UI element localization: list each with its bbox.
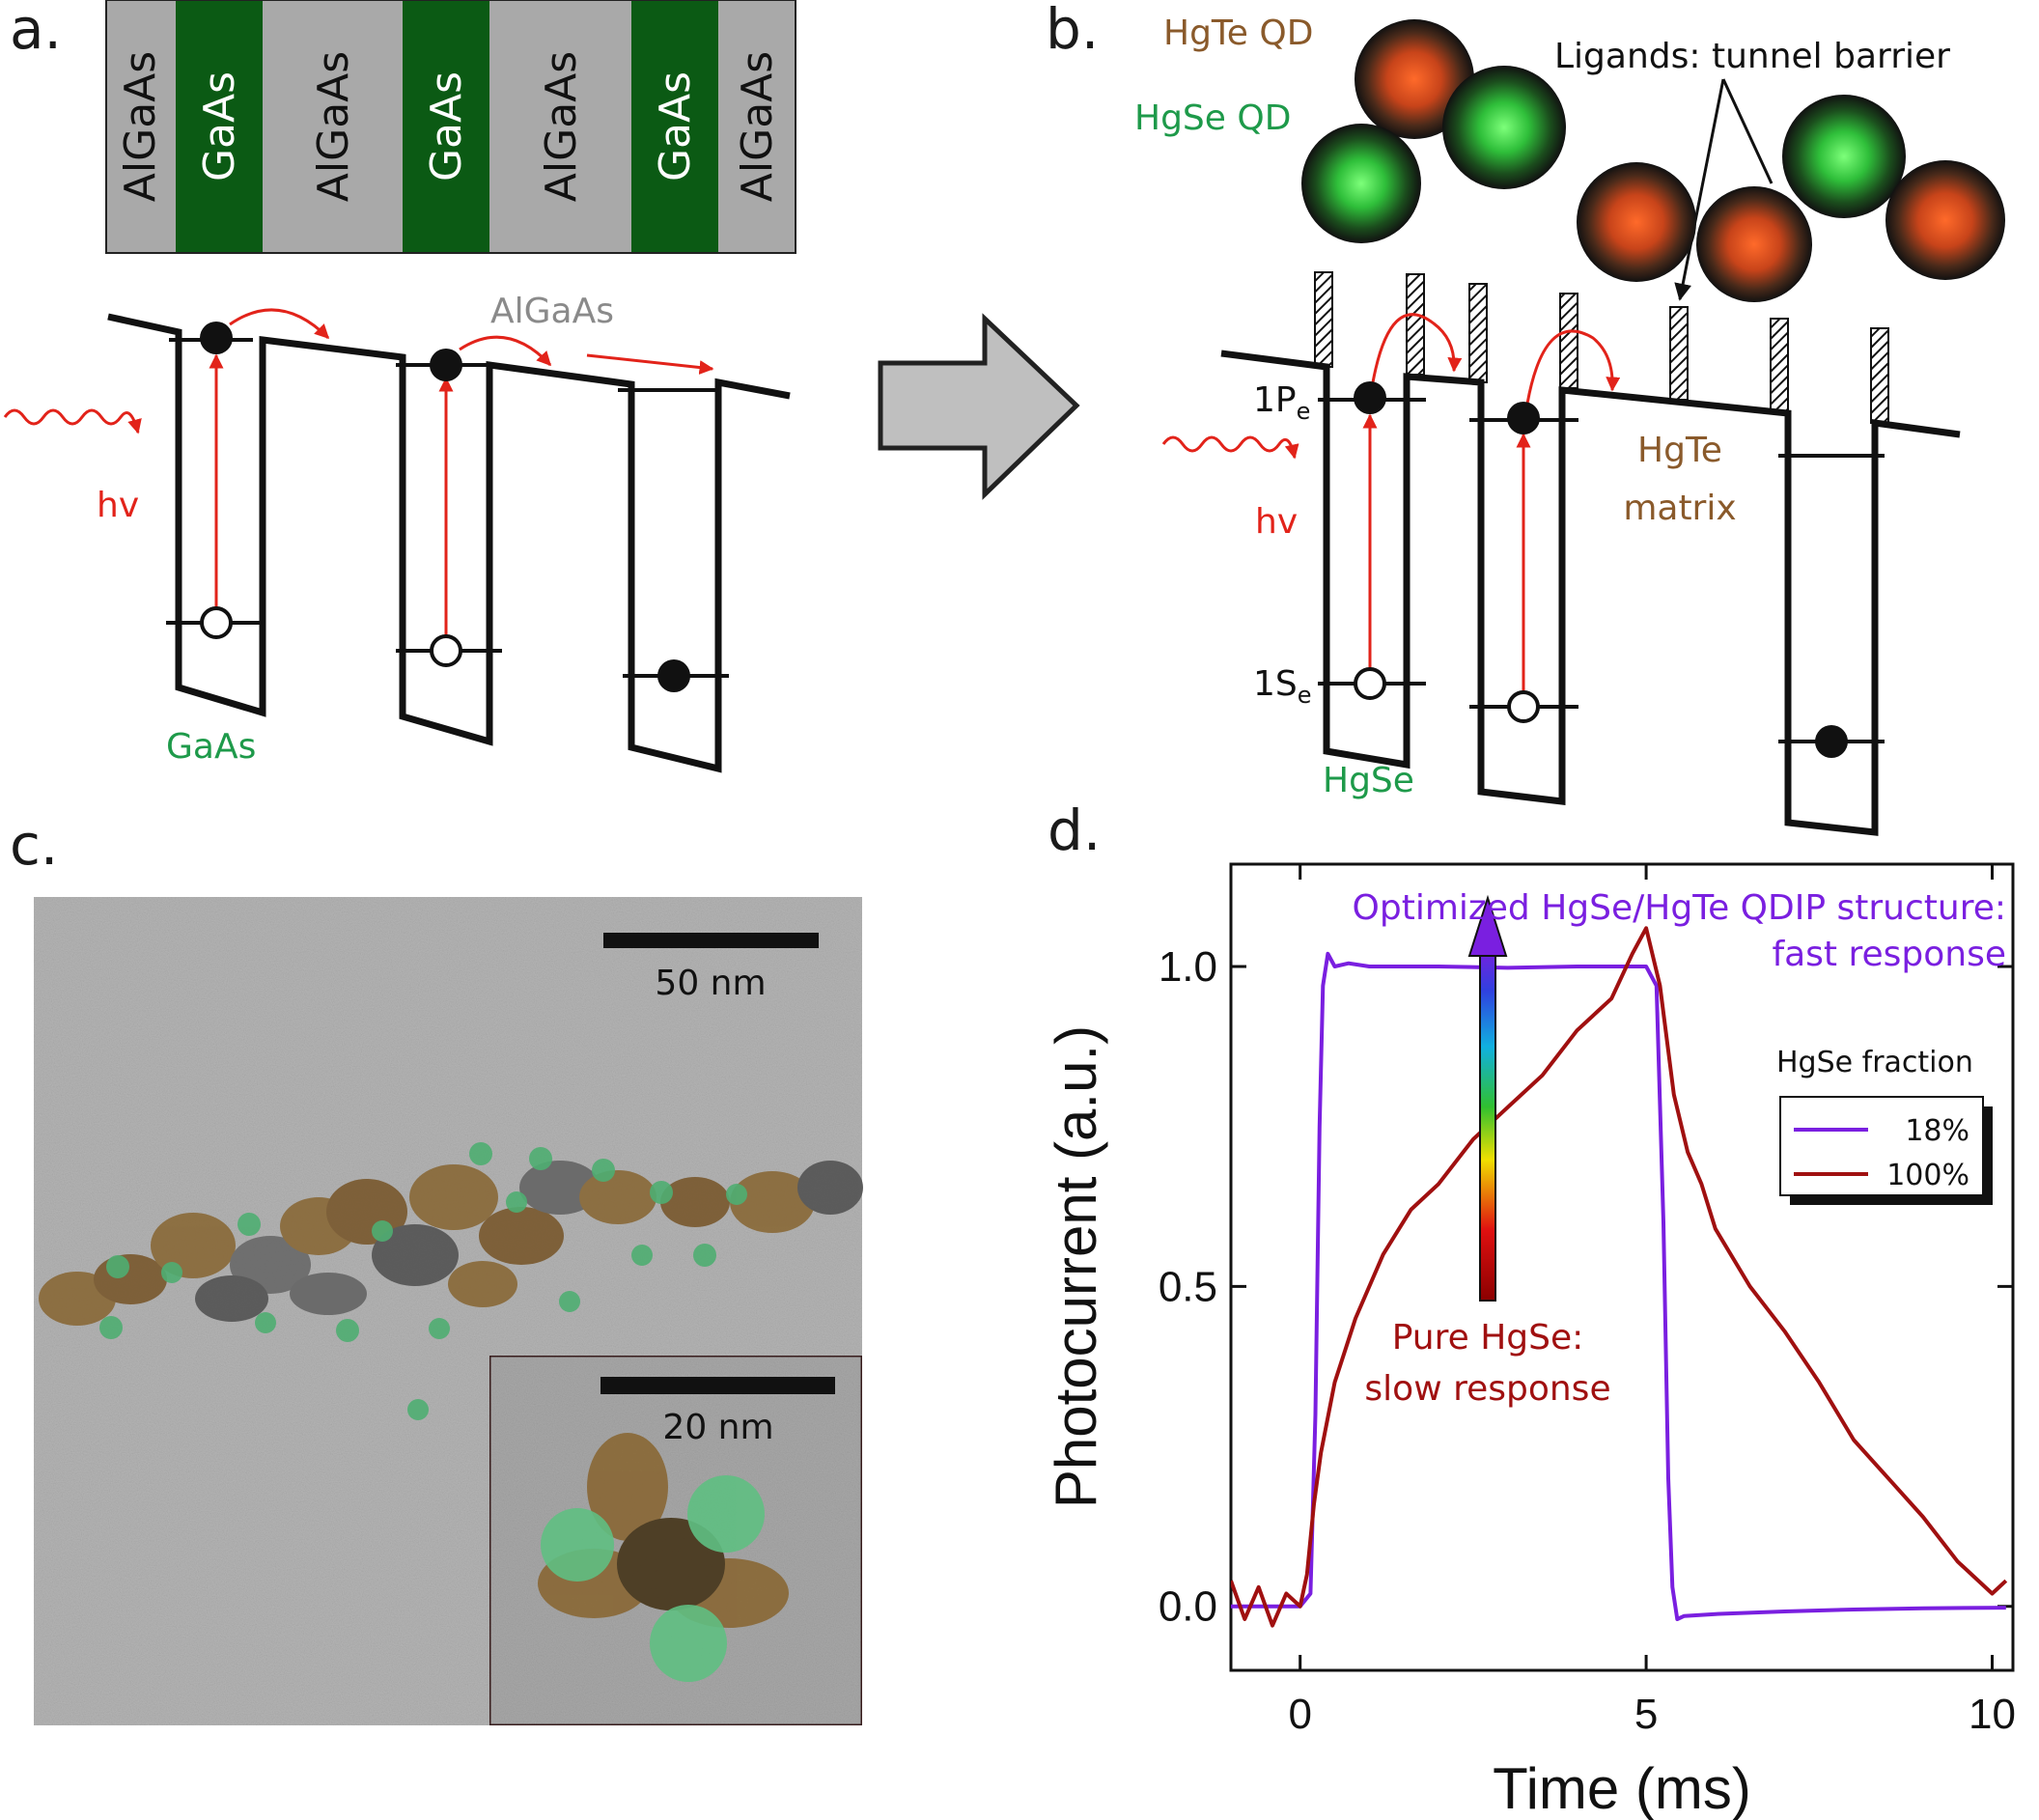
scale-bar-inset xyxy=(601,1377,835,1394)
scale-bar-main-label: 50 nm xyxy=(655,964,766,1003)
x-tick-label: 10 xyxy=(1969,1691,2016,1738)
panel-a: a. AlGaAs GaAs AlGaAs GaAs AlGaAs GaAs A… xyxy=(3,0,796,773)
hole-b2 xyxy=(1507,690,1540,723)
hgse-qd-2 xyxy=(1301,124,1421,243)
photon-a xyxy=(3,408,142,434)
hgte-qd-2 xyxy=(1577,162,1696,282)
hgse-qd-label: HgSe QD xyxy=(1134,98,1291,138)
layer-5 xyxy=(631,0,718,253)
layer-1 xyxy=(176,0,263,253)
x-tick-label: 0 xyxy=(1288,1691,1311,1738)
conduction-band-b xyxy=(1220,350,1961,836)
transition-arrow xyxy=(878,313,1080,500)
scale-bar-main xyxy=(603,933,819,948)
y-tick-label: 0.0 xyxy=(1159,1583,1217,1631)
layer-2 xyxy=(263,0,403,253)
layer-label-2: AlGaAs xyxy=(309,51,358,202)
layer-stack-border xyxy=(105,0,796,254)
improvement-arrow-shaft xyxy=(1479,947,1496,1302)
x-axis-title: Time (ms) xyxy=(1493,1756,1751,1820)
photon-label-b: hv xyxy=(1255,502,1298,542)
panel-a-letter: a. xyxy=(10,0,62,62)
improvement-arrow-head xyxy=(1467,894,1508,957)
hgse-qd-3 xyxy=(1782,95,1906,218)
matrix-label-line1: HgTe xyxy=(1637,431,1722,470)
axes: 0 5 10 0.0 0.5 1.0 xyxy=(1159,864,2016,1738)
layer-label-3: GaAs xyxy=(422,71,471,182)
electron-b2 xyxy=(1507,402,1540,434)
panel-b: b. HgTe QD HgSe QD Ligands: tunnel barri… xyxy=(1046,0,2005,836)
hole-a1 xyxy=(200,606,233,639)
legend-title: HgSe fraction xyxy=(1776,1046,1973,1079)
annotation-top-1: Optimized HgSe/HgTe QDIP structure: xyxy=(1353,888,2006,928)
hole-a2 xyxy=(430,634,462,667)
conduction-band-a xyxy=(107,313,791,773)
tem-image: 50 nm 20 nm xyxy=(34,897,864,1727)
barrier-label-a: AlGaAs xyxy=(490,292,614,331)
x-tick-label: 5 xyxy=(1634,1691,1658,1738)
electron-a3 xyxy=(657,659,690,692)
annotation-top-2: fast response xyxy=(1772,935,2006,974)
legend-label: 100% xyxy=(1886,1159,1969,1192)
quantum-dots xyxy=(1301,19,2005,302)
series-line-hgse-100 xyxy=(1231,926,2008,1628)
hgte-qd-1 xyxy=(1355,19,1474,139)
layer-3 xyxy=(403,0,489,253)
series-layer xyxy=(1231,926,2008,1628)
y-tick-label: 0.5 xyxy=(1159,1263,1217,1310)
layer-label-6: AlGaAs xyxy=(733,51,782,202)
plot-frame xyxy=(1229,862,2015,1672)
layer-stack: AlGaAs GaAs AlGaAs GaAs AlGaAs GaAs AlGa… xyxy=(105,0,796,254)
well-label-b: HgSe xyxy=(1323,761,1414,800)
electron-b1 xyxy=(1354,381,1386,414)
band-diagram-a xyxy=(107,313,791,773)
level-1se-label: 1Se xyxy=(1253,664,1312,709)
panel-c: c. xyxy=(10,812,864,1727)
y-tick-label: 1.0 xyxy=(1159,943,1217,991)
carriers-b xyxy=(1354,381,1848,758)
layer-label-1: GaAs xyxy=(195,71,244,182)
hole-b1 xyxy=(1354,667,1386,700)
layer-label-5: GaAs xyxy=(651,71,700,182)
legend: 18% 100% xyxy=(1779,1096,1993,1205)
well-label-a: GaAs xyxy=(166,727,256,767)
annotation-bottom-1: Pure HgSe: xyxy=(1392,1318,1584,1358)
ligand-label: Ligands: tunnel barrier xyxy=(1554,37,1950,76)
hgse-qd-1 xyxy=(1442,66,1566,189)
hgte-qd-label: HgTe QD xyxy=(1163,14,1313,53)
ligand-pointers xyxy=(1674,78,1774,301)
layer-0 xyxy=(106,0,176,253)
scale-bar-inset-label: 20 nm xyxy=(662,1408,773,1447)
layer-label-0: AlGaAs xyxy=(116,51,165,202)
transitions-b xyxy=(1362,313,1621,693)
tem-inset: 20 nm xyxy=(488,1354,864,1727)
y-axis-title: Photocurrent (a.u.) xyxy=(1044,1025,1108,1508)
matrix-label-line2: matrix xyxy=(1623,489,1736,528)
levels-b xyxy=(1318,398,1885,743)
layer-6 xyxy=(718,0,796,253)
panel-c-letter: c. xyxy=(10,812,58,878)
carriers-a xyxy=(200,322,690,692)
tunnel-barriers xyxy=(1314,271,1889,424)
photon-label-a: hv xyxy=(97,486,139,525)
layer-4 xyxy=(489,0,631,253)
panel-b-letter: b. xyxy=(1046,0,1099,62)
transitions-a xyxy=(209,308,714,637)
photon-b xyxy=(1161,435,1299,460)
annotation-bottom-2: slow response xyxy=(1364,1369,1610,1409)
electron-a2 xyxy=(430,349,462,381)
level-1pe-label: 1Pe xyxy=(1253,380,1310,425)
panel-d-letter: d. xyxy=(1047,798,1101,863)
hgte-qd-3 xyxy=(1696,186,1812,302)
electron-a1 xyxy=(200,322,233,354)
panel-d: d. 0 5 10 0.0 0.5 1.0 Optimized HgSe/HgTe QDI… xyxy=(1044,798,2016,1820)
hgse-dots-tem xyxy=(99,1142,747,1420)
layer-label-4: AlGaAs xyxy=(537,51,586,202)
electron-b3 xyxy=(1815,725,1848,758)
series-line-hgse-18 xyxy=(1231,951,2006,1621)
legend-label: 18% xyxy=(1905,1114,1969,1148)
band-diagram-b xyxy=(1220,350,1961,836)
hgte-qd-4 xyxy=(1885,160,2005,280)
